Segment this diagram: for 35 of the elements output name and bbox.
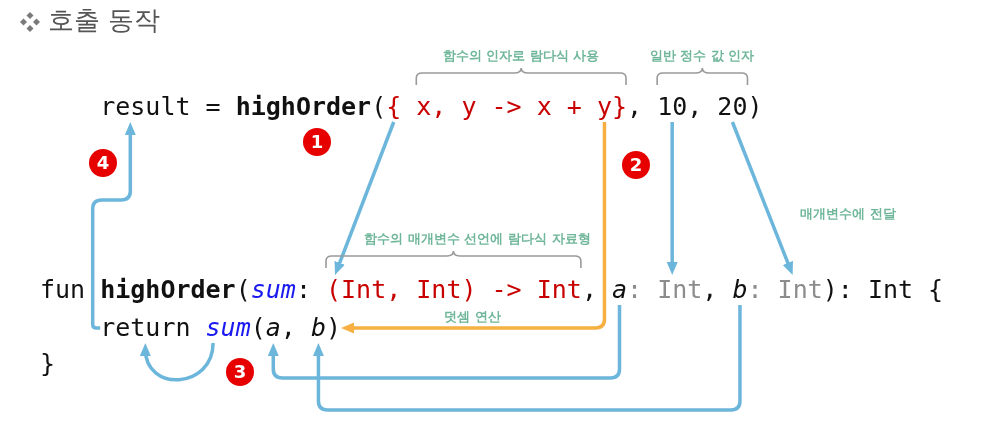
code-text: , [702,275,718,305]
annotation-label: 일반 정수 값 인자 [649,47,755,64]
code-text: 10 [657,92,688,122]
code-text: (Int, Int) -> Int [326,275,582,305]
code-text: = highOrder( [205,92,387,122]
arrow [140,342,215,382]
annotation-label: 함수의 매개변수 선언에 람다식 자료형 [364,230,591,247]
callout-number: 4 [89,149,117,177]
code-text: highOrder(sum: [100,275,311,305]
arrow [334,121,396,275]
callout-number: 3 [226,358,254,386]
code-text: b: Int [732,275,823,305]
code-text: a: Int [612,275,703,305]
code-text: , [581,275,597,305]
code-text: , [687,92,703,122]
code-text: result [100,92,191,122]
code-text: return [100,313,191,343]
code-text: ): Int { [822,275,944,305]
arrow [312,305,742,412]
code-text: , [627,92,643,122]
code-text: sum(a, b) [205,313,342,343]
title: 호출 동작 [48,4,161,37]
code-text: 20 [717,92,748,122]
arrow [267,305,622,380]
annotation-label: 매개변수에 전달 [800,205,896,222]
code-text: } [40,349,56,379]
callout-number: 2 [622,151,650,179]
code-text: fun [40,275,86,305]
code-text: { x, y -> x + y} [386,92,628,122]
arrow [666,122,678,275]
arrow [730,121,793,275]
arrow [341,122,607,334]
annotation-label: 함수의 인자로 람다식 사용 [442,47,600,64]
code-text: ) [747,92,763,122]
callout-number: 1 [303,128,331,156]
